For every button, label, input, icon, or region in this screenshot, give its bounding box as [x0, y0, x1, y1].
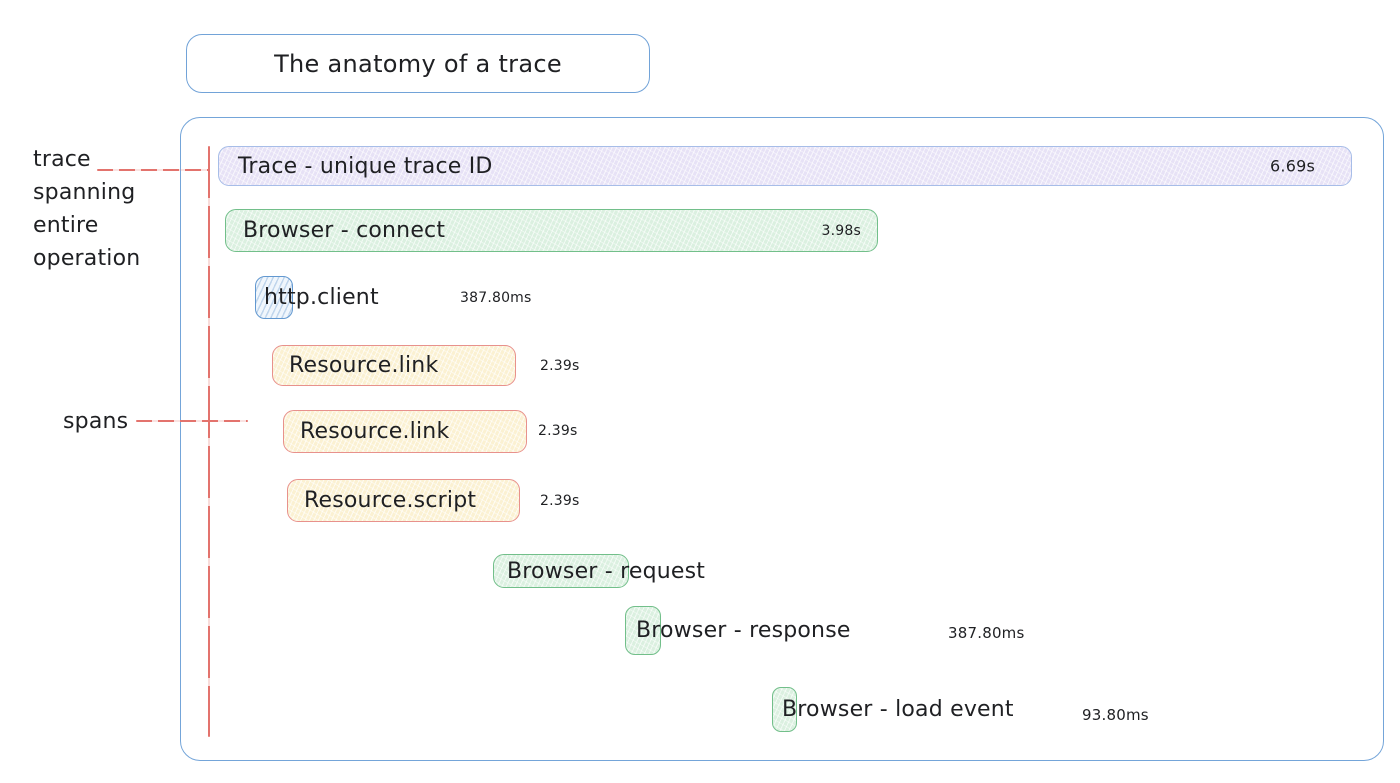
span-http-client: http.client [255, 276, 379, 319]
span-label: Resource.link [300, 419, 450, 444]
span-label: Resource.link [289, 353, 439, 378]
span-duration: 2.39s [540, 493, 580, 509]
span-duration: 3.98s [821, 222, 861, 239]
span-label: Browser - response [636, 618, 851, 643]
trace-bar-label: Trace - unique trace ID [238, 153, 493, 179]
span-resource-link-1: Resource.link [272, 345, 516, 386]
span-browser-response: Browser - response [625, 606, 850, 655]
span-duration: 93.80ms [1082, 706, 1149, 724]
diagram-title: The anatomy of a trace [274, 49, 562, 78]
span-duration: 2.39s [538, 423, 578, 439]
span-resource-script: Resource.script [287, 479, 520, 522]
span-label: Browser - connect [243, 218, 446, 243]
spans-bracket-line [208, 146, 210, 737]
span-label: Resource.script [304, 488, 477, 513]
annotation-spans: spans [63, 409, 129, 434]
connector-line-spans [136, 420, 248, 422]
span-label: Browser - request [507, 558, 706, 584]
span-duration: 387.80ms [460, 290, 532, 306]
span-duration: 2.39s [540, 358, 580, 374]
span-label: http.client [264, 285, 379, 310]
span-browser-request: Browser - request [493, 554, 705, 588]
trace-bar: Trace - unique trace ID 6.69s [218, 146, 1352, 186]
title-box: The anatomy of a trace [186, 34, 650, 93]
span-resource-link-2: Resource.link [283, 410, 527, 453]
span-label: Browser - load event [782, 697, 1014, 722]
annotation-trace-spanning: trace spanning entire operation [33, 147, 141, 271]
trace-bar-duration: 6.69s [1270, 156, 1315, 176]
span-browser-load-event: Browser - load event [772, 687, 1014, 732]
span-browser-connect: Browser - connect 3.98s [225, 209, 878, 252]
connector-line-trace [97, 169, 209, 171]
span-duration: 387.80ms [948, 624, 1025, 642]
